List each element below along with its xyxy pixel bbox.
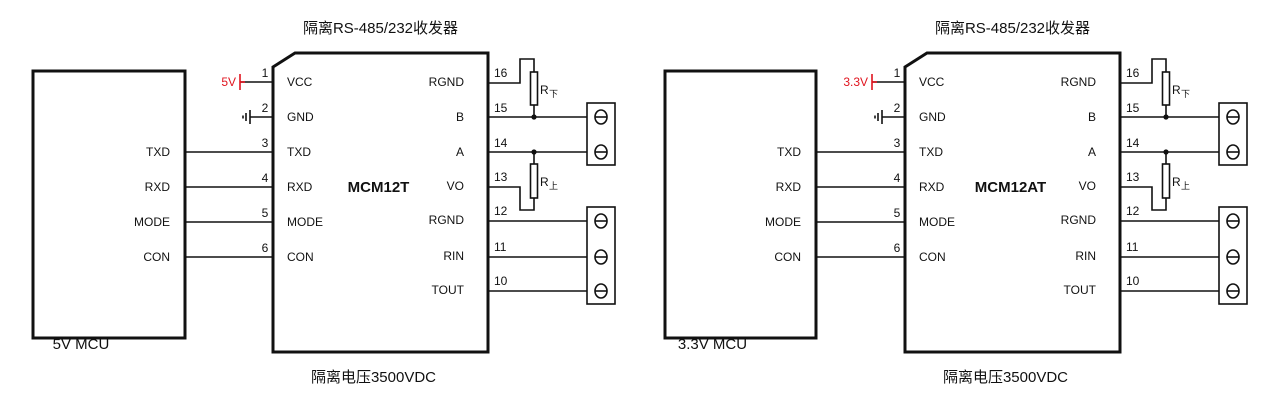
terminal-block-232 — [586, 206, 616, 305]
terminal-block-485 — [586, 102, 616, 166]
chip-pin-label: B — [456, 110, 464, 124]
pin-number: 6 — [262, 241, 269, 255]
mcu-box — [31, 69, 187, 340]
chip-pin-label: GND — [287, 110, 314, 124]
chip-pin-label: RGND — [1061, 213, 1097, 227]
pin-number: 10 — [1126, 274, 1140, 288]
pin-number: 14 — [494, 136, 508, 150]
resistor-upper — [1161, 163, 1171, 199]
pin-number: 14 — [1126, 136, 1140, 150]
isolation-caption: 隔离电压3500VDC — [943, 369, 1068, 386]
chip-pin-label: TOUT — [432, 283, 465, 297]
pin-number: 11 — [494, 240, 507, 254]
vcc-label: 5V — [221, 75, 236, 89]
terminal-block-485 — [1218, 102, 1248, 166]
chip-pin-label: VO — [447, 179, 464, 193]
mcu-pin-label: TXD — [146, 145, 170, 159]
pin-number: 12 — [1126, 204, 1140, 218]
mcu-caption: 3.3V MCU — [678, 336, 747, 353]
pin-number: 10 — [494, 274, 508, 288]
chip-pin-label: CON — [287, 250, 314, 264]
rgnd-wire — [488, 58, 535, 84]
resistor-subscript: 下 — [549, 89, 558, 99]
chip-pin-label: VO — [1079, 179, 1096, 193]
chip-pin-label: RGND — [1061, 75, 1097, 89]
isolation-caption: 隔离电压3500VDC — [311, 369, 436, 386]
chip-outline — [903, 51, 1122, 354]
pin-number: 3 — [262, 136, 269, 150]
pin-number: 5 — [262, 206, 269, 220]
rgnd-wire — [1120, 58, 1167, 84]
chip-pin-label: GND — [919, 110, 946, 124]
pin-number: 13 — [494, 170, 508, 184]
pin-number: 2 — [262, 101, 269, 115]
resistor-label: R — [540, 175, 549, 189]
chip-pin-label: VCC — [919, 75, 945, 89]
resistor-label: R — [1172, 83, 1181, 97]
pin-number: 12 — [494, 204, 508, 218]
mcu-pin-label: CON — [143, 250, 170, 264]
resistor-label: R — [1172, 175, 1181, 189]
chip-outline — [271, 51, 490, 354]
pin-number: 3 — [894, 136, 901, 150]
pin-number: 1 — [894, 66, 901, 80]
pin-number: 16 — [1126, 66, 1140, 80]
chip-pin-label: RGND — [429, 213, 465, 227]
mcu-pin-label: MODE — [765, 215, 801, 229]
pin-number: 4 — [262, 171, 269, 185]
chip-pin-label: TOUT — [1064, 283, 1097, 297]
transceiver-title: 隔离RS-485/232收发器 — [303, 20, 458, 37]
chip-pin-label: B — [1088, 110, 1096, 124]
mcu-pin-label: TXD — [777, 145, 801, 159]
resistor-lower — [529, 71, 539, 106]
chip-pin-label: A — [1088, 145, 1096, 159]
pin-number: 6 — [894, 241, 901, 255]
chip-pin-label: RXD — [919, 180, 945, 194]
resistor-subscript: 上 — [1181, 181, 1190, 191]
resistor-subscript: 上 — [549, 181, 558, 191]
chip-name: MCM12T — [348, 179, 410, 196]
junction-dot — [1163, 114, 1169, 120]
mcu-pin-label: MODE — [134, 215, 170, 229]
chip-pin-label: TXD — [287, 145, 311, 159]
chip-pin-label: RGND — [429, 75, 465, 89]
chip-pin-label: MODE — [287, 215, 323, 229]
terminal-block-232 — [1218, 206, 1248, 305]
vo-wire — [488, 186, 535, 211]
mcu-caption: 5V MCU — [53, 336, 110, 353]
pin-number: 4 — [894, 171, 901, 185]
chip-name: MCM12AT — [975, 179, 1046, 196]
chip-pin-label: TXD — [919, 145, 943, 159]
chip-pin-label: VCC — [287, 75, 313, 89]
resistor-lower — [1161, 71, 1171, 106]
circuit-1: 隔离RS-485/232收发器 5V MCU TXD RXD MODE CON MCM12T… — [31, 20, 616, 386]
chip-pin-label: CON — [919, 250, 946, 264]
mcu-box — [663, 69, 818, 340]
pin-number: 2 — [894, 101, 901, 115]
pin-number: 15 — [494, 101, 508, 115]
vo-wire — [1120, 186, 1167, 211]
pin-number: 11 — [1126, 240, 1139, 254]
resistor-subscript: 下 — [1181, 89, 1190, 99]
resistor-upper — [529, 163, 539, 199]
mcu-pin-label: CON — [774, 250, 801, 264]
chip-pin-label: A — [456, 145, 464, 159]
pin-number: 16 — [494, 66, 508, 80]
transceiver-title: 隔离RS-485/232收发器 — [935, 20, 1090, 37]
circuit-2: 隔离RS-485/232收发器 3.3V MCU TXD RXD MODE CON MCM1… — [663, 20, 1248, 386]
pin-number: 1 — [262, 66, 269, 80]
chip-pin-label: RIN — [1075, 249, 1096, 263]
chip-pin-label: RXD — [287, 180, 313, 194]
junction-dot — [531, 114, 537, 120]
chip-pin-label: RIN — [443, 249, 464, 263]
chip-pin-label: MODE — [919, 215, 955, 229]
pin-number: 13 — [1126, 170, 1140, 184]
mcu-pin-label: RXD — [776, 180, 802, 194]
vcc-label: 3.3V — [843, 75, 868, 89]
pin-number: 5 — [894, 206, 901, 220]
mcu-pin-label: RXD — [145, 180, 171, 194]
resistor-label: R — [540, 83, 549, 97]
pin-number: 15 — [1126, 101, 1140, 115]
